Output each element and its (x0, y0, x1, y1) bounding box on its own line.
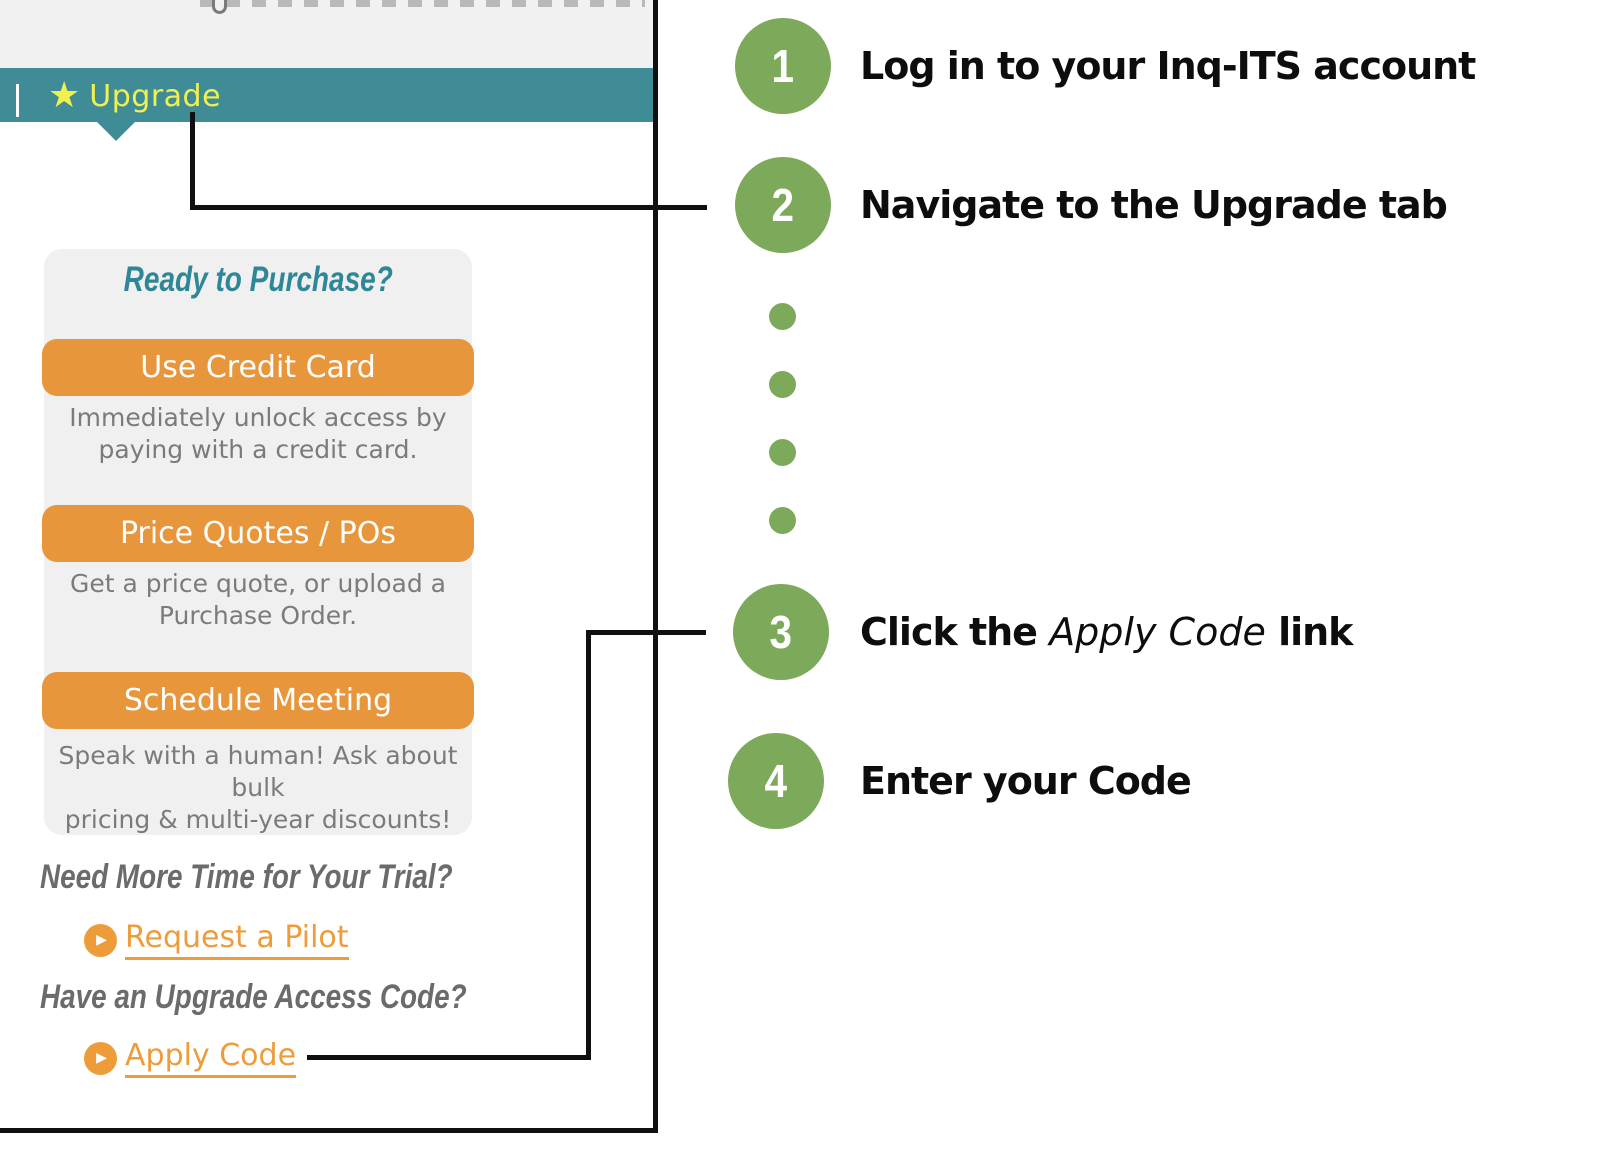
connector-applycode-to-step3 (586, 630, 706, 635)
request-pilot-link[interactable]: ▶ Request a Pilot (84, 920, 349, 960)
play-circle-icon: ▶ (84, 1041, 117, 1075)
step-4-number: 4 (764, 755, 788, 807)
schedule-meeting-description: Speak with a human! Ask about bulk prici… (58, 741, 458, 834)
access-code-heading: Have an Upgrade Access Code? (40, 978, 467, 1016)
price-quotes-description: Get a price quote, or upload a Purchase … (70, 569, 446, 630)
step-1-number: 1 (771, 40, 795, 92)
screenshot-frame-bottom (0, 1128, 658, 1133)
apply-code-link[interactable]: ▶ Apply Code (84, 1038, 297, 1078)
upgrade-tab-label: Upgrade (89, 78, 222, 114)
screenshot-top-strip (0, 0, 655, 69)
step-1-text: Log in to your Inq-ITS account (860, 44, 1476, 88)
step-3-badge: 3 (733, 584, 829, 680)
credit-card-description: Immediately unlock access by paying with… (69, 403, 447, 464)
clipped-text-fragment (212, 0, 227, 14)
purchase-panel-title: Ready to Purchase? (123, 260, 393, 299)
play-circle-icon: ▶ (84, 923, 117, 957)
schedule-meeting-button[interactable]: Schedule Meeting (42, 672, 474, 729)
progress-dot (769, 303, 796, 330)
clipped-text-fragment (200, 0, 645, 7)
step-2-number: 2 (771, 179, 795, 231)
active-tab-caret (96, 121, 136, 141)
progress-dot (769, 371, 796, 398)
progress-dot (769, 439, 796, 466)
upgrade-tab-bar (0, 68, 655, 122)
use-credit-card-button[interactable]: Use Credit Card (42, 339, 474, 396)
price-quotes-button[interactable]: Price Quotes / POs (42, 505, 474, 562)
star-icon: ★ (48, 75, 81, 116)
sidebar-tab-upgrade[interactable]: ★ Upgrade (48, 76, 221, 116)
step-3-number: 3 (769, 606, 793, 658)
step-3-text: Click the Apply Code link (860, 610, 1353, 654)
trial-heading: Need More Time for Your Trial? (40, 858, 453, 896)
step-4-text: Enter your Code (860, 759, 1192, 803)
step-4-badge: 4 (728, 733, 824, 829)
connector-applycode-to-step3 (307, 1055, 591, 1060)
progress-dot (769, 507, 796, 534)
step-3-apply-code-italic: Apply Code (1049, 610, 1266, 654)
screenshot-frame-right (653, 0, 658, 1133)
connector-upgrade-to-step2 (190, 112, 195, 210)
step-2-badge: 2 (735, 157, 831, 253)
apply-code-link-label: Apply Code (125, 1038, 297, 1078)
request-pilot-link-label: Request a Pilot (125, 920, 349, 960)
connector-upgrade-to-step2 (190, 205, 707, 210)
connector-applycode-to-step3 (586, 630, 591, 1060)
step-2-text: Navigate to the Upgrade tab (860, 183, 1448, 227)
tab-divider (16, 84, 19, 117)
step-1-badge: 1 (735, 18, 831, 114)
